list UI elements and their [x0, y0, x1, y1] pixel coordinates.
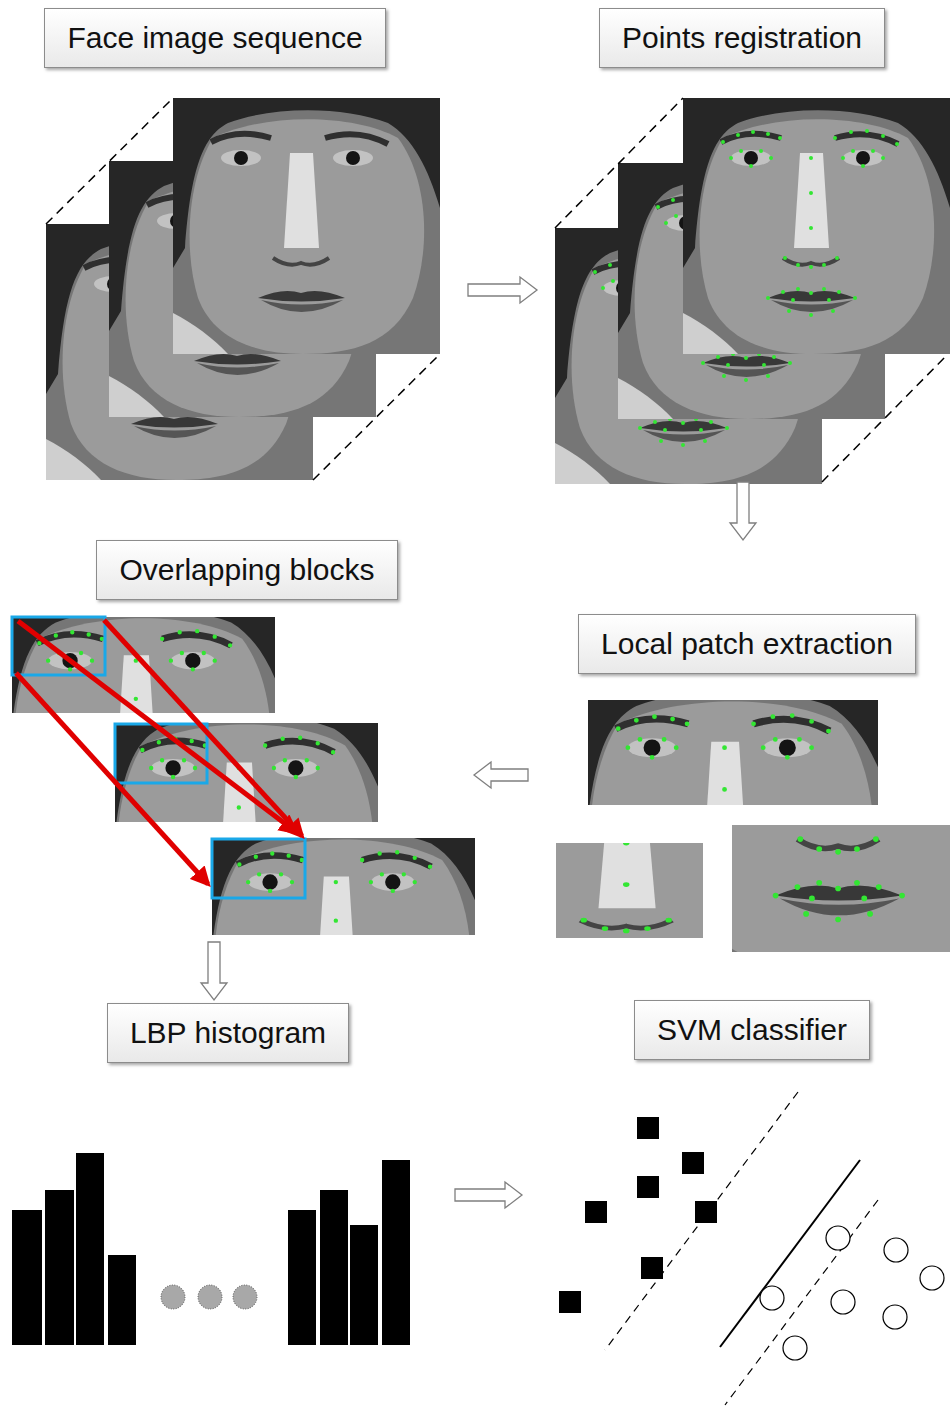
label-box: LBP histogram [107, 1003, 349, 1063]
pipeline-stage: Points registration [537, 0, 952, 482]
overlapping-blocks [0, 595, 488, 1098]
label-box: Face image sequence [44, 8, 385, 68]
stage-label: Face image sequence [67, 19, 362, 57]
stage-label: SVM classifier [657, 1011, 847, 1049]
pipeline-stage: SVM classifier [522, 1000, 952, 1407]
label-box: SVM classifier [634, 1000, 870, 1060]
pipeline-stage: LBP histogram [0, 1000, 455, 1400]
stage-label: Points registration [622, 19, 862, 57]
block-arrow [455, 1182, 522, 1208]
svm-plot [559, 1092, 944, 1405]
local-patches [417, 613, 952, 1034]
block-arrow [201, 942, 227, 1000]
pipeline-stage: Local patch extraction [528, 540, 952, 955]
block-arrow [474, 762, 528, 788]
pipeline-stage: Face image sequence [40, 0, 468, 485]
registered-sequence [555, 98, 950, 484]
pipeline-stage: Overlapping blocks [0, 540, 474, 942]
label-box: Overlapping blocks [96, 540, 397, 600]
stage-label: Overlapping blocks [119, 551, 374, 589]
block-arrow [468, 277, 537, 303]
stage-label: LBP histogram [130, 1014, 326, 1052]
label-box: Points registration [599, 8, 885, 68]
label-box: Local patch extraction [578, 614, 916, 674]
block-arrow [730, 482, 756, 540]
stage-label: Local patch extraction [601, 625, 893, 663]
face-sequence [46, 98, 440, 480]
histogram [12, 1153, 410, 1345]
